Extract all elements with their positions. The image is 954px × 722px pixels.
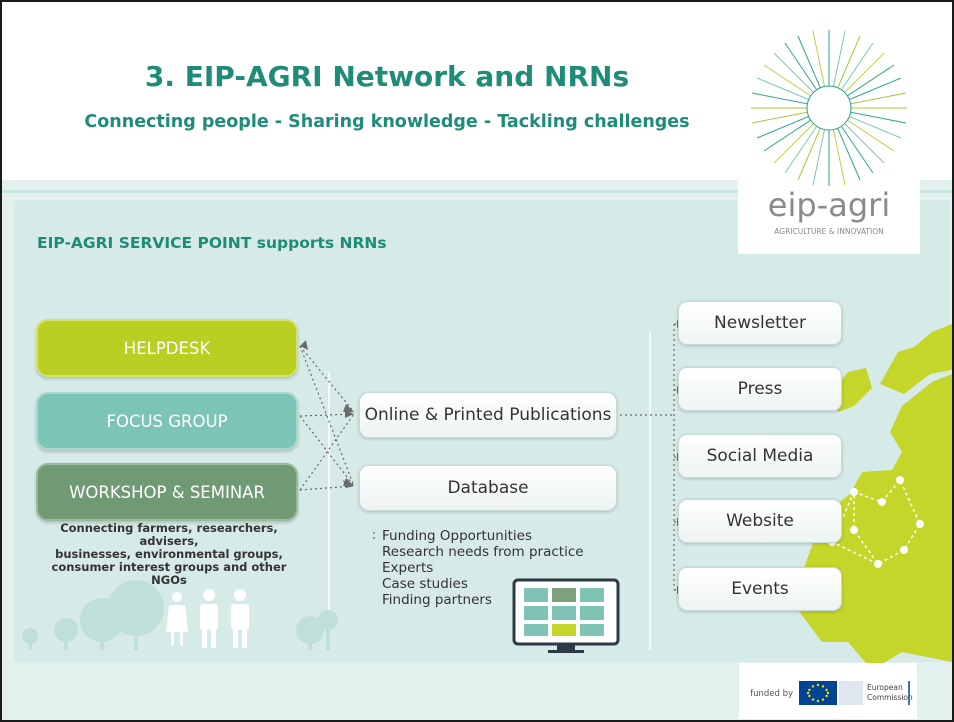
commission-line: Commission <box>867 693 913 702</box>
helpdesk-box: HELPDESK <box>36 319 298 377</box>
channel-label: Website <box>726 511 794 531</box>
eip-agri-logo: eip-agri AGRICULTURE & INNOVATION <box>738 18 920 254</box>
starburst-logo-icon: eip-agri AGRICULTURE & INNOVATION <box>751 30 907 236</box>
caption-line: consumer interest groups and other NGOs <box>51 560 287 587</box>
database-items-list: Funding Opportunities Research needs fro… <box>382 528 584 608</box>
computer-screen-icon <box>512 578 620 653</box>
channel-social-media: Social Media <box>678 434 842 478</box>
logo-tagline: AGRICULTURE & INNOVATION <box>774 227 883 236</box>
trees-illustration <box>22 580 338 650</box>
channel-label: Press <box>737 379 783 399</box>
eu-stars-icon <box>806 683 830 703</box>
caption-line: businesses, environmental groups, <box>55 547 283 561</box>
focus-group-label: FOCUS GROUP <box>106 411 228 431</box>
funded-by-text: funded by <box>750 689 793 699</box>
commission-line: European <box>867 683 903 692</box>
commission-emblem-icon <box>839 681 863 705</box>
online-printed-publications-box: Online & Printed Publications <box>359 392 617 438</box>
database-item: Funding Opportunities <box>382 528 532 544</box>
eu-commission-logo: funded by European Commission <box>750 681 913 705</box>
online-printed-publications-label: Online & Printed Publications <box>364 405 612 425</box>
channel-newsletter: Newsletter <box>678 301 842 345</box>
database-item: Case studies <box>382 576 468 592</box>
channel-label: Social Media <box>706 446 814 466</box>
database-label: Database <box>447 478 529 498</box>
helpdesk-label: HELPDESK <box>123 338 211 358</box>
database-item: Finding partners <box>382 592 492 608</box>
focus-group-box: FOCUS GROUP <box>36 392 298 450</box>
workshop-seminar-label: WORKSHOP & SEMINAR <box>69 482 265 502</box>
people-illustration <box>166 589 249 648</box>
top-strip <box>2 190 952 193</box>
section-label: EIP-AGRI SERVICE POINT supports NRNs <box>37 234 387 252</box>
channel-label: Events <box>731 579 789 599</box>
caption-line: Connecting farmers, researchers, adviser… <box>60 521 278 548</box>
database-item: Research needs from practice <box>382 544 584 560</box>
workshop-seminar-box: WORKSHOP & SEMINAR <box>36 463 298 521</box>
audience-caption: Connecting farmers, researchers, adviser… <box>32 522 306 587</box>
slide-title: 3. EIP-AGRI Network and NRNs <box>144 60 630 93</box>
funded-by-eu-logo: funded by European Commission <box>739 663 917 719</box>
map-nodes <box>828 476 924 568</box>
channel-press: Press <box>678 367 842 411</box>
channel-website: Website <box>678 499 842 543</box>
logo-wordmark: eip-agri <box>768 186 890 224</box>
slide-subtitle: Connecting people - Sharing knowledge - … <box>84 112 690 132</box>
database-item: Experts <box>382 560 434 576</box>
channel-label: Newsletter <box>714 313 806 333</box>
database-box: Database <box>359 465 617 511</box>
channel-events: Events <box>678 567 842 611</box>
